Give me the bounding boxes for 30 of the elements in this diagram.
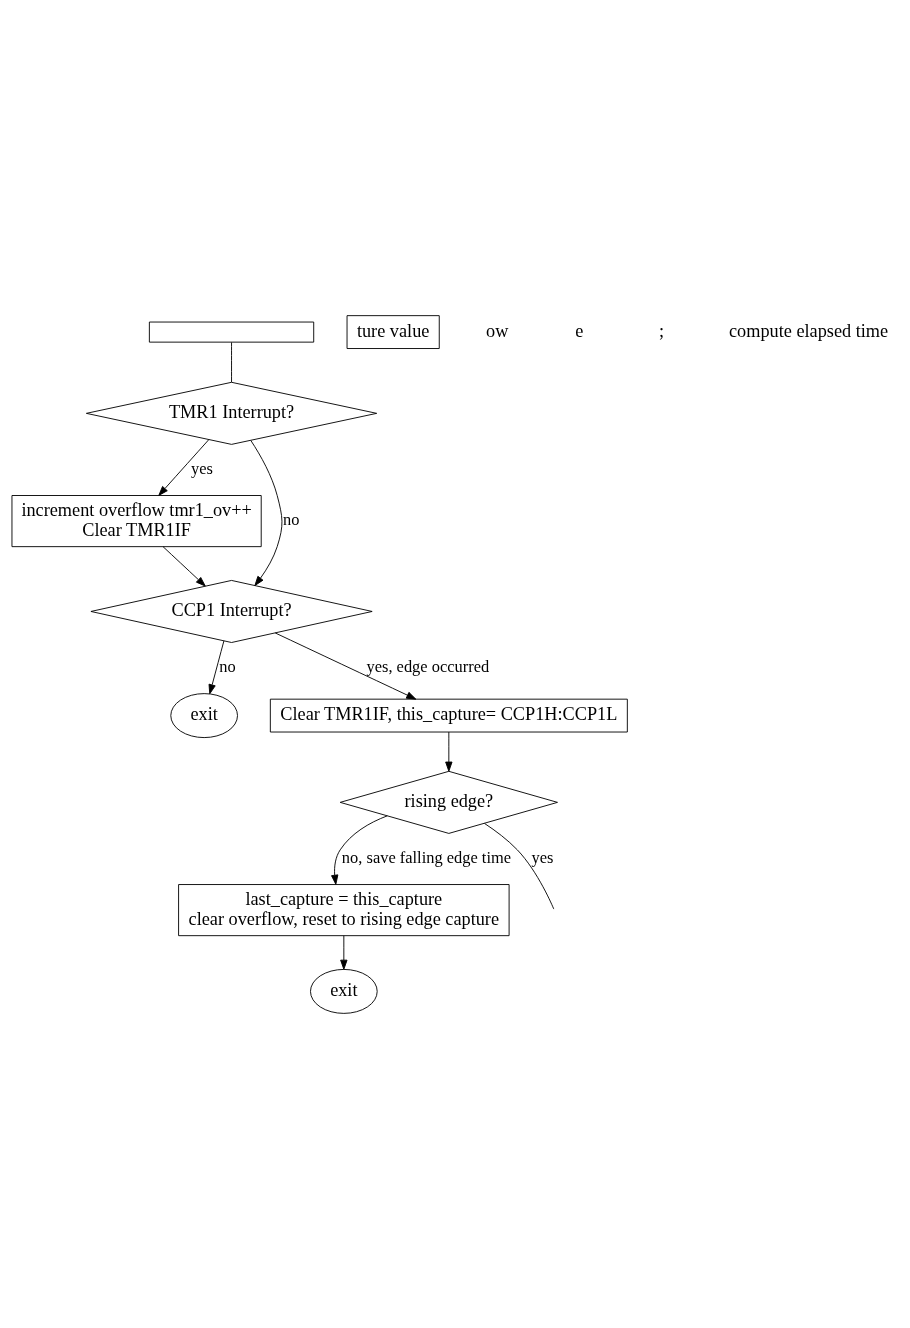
connector <box>484 822 555 910</box>
arrow <box>162 545 206 586</box>
arrow <box>158 438 210 496</box>
label: compute elapsed time <box>728 320 889 341</box>
node-box: last_capture = this_capture clear overflow, reset to rising edge capture <box>178 883 510 936</box>
edge-label: yes <box>531 847 554 867</box>
connector <box>231 341 232 383</box>
label: ; <box>659 320 665 341</box>
node-ellipse: exit <box>310 968 378 1014</box>
node-box: increment overflow tmr1_ov++ Clear TMR1IF <box>11 494 262 547</box>
edge-label: yes <box>190 458 213 478</box>
node-box <box>148 321 315 343</box>
arrow <box>445 731 453 772</box>
arrow <box>340 934 348 970</box>
arrow <box>250 439 283 586</box>
edge-label: no <box>283 509 300 529</box>
arrow <box>208 639 225 694</box>
arrow <box>274 632 417 700</box>
edge-label: yes, edge occurred <box>366 656 490 676</box>
node-diamond: TMR1 Interrupt? <box>85 381 378 445</box>
arrow <box>331 814 388 885</box>
edge-label: no <box>219 656 236 676</box>
edge-label: no, save falling edge time <box>341 847 512 867</box>
node-diamond: CCP1 Interrupt? <box>90 579 373 643</box>
label: ow <box>486 320 509 341</box>
label: e <box>575 320 584 341</box>
node-ellipse: exit <box>170 692 238 738</box>
node-box: ture value <box>346 314 440 349</box>
node-box: Clear TMR1IF, this_capture= CCP1H:CCP1L <box>269 698 628 732</box>
node-diamond: rising edge? <box>339 770 558 834</box>
